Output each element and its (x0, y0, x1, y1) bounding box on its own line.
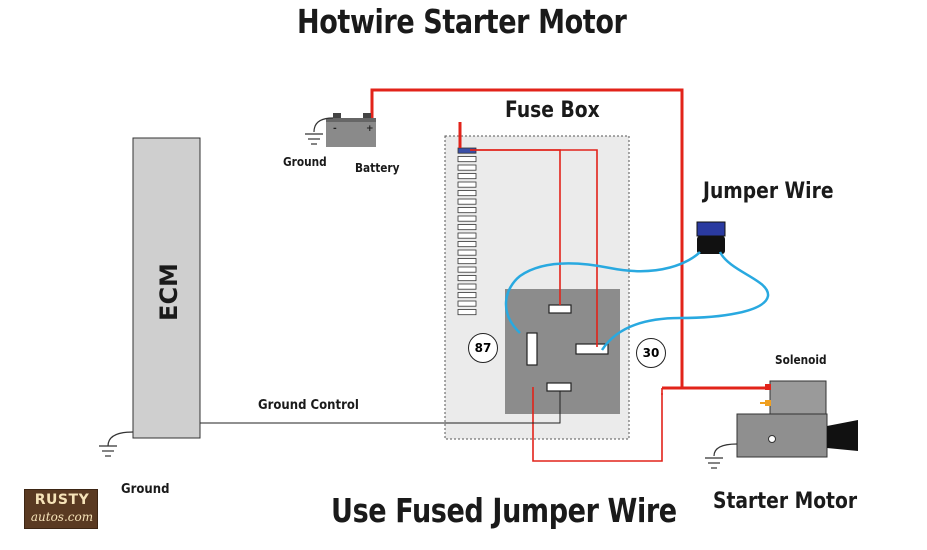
relay-pin-87 (526, 332, 538, 366)
jumper-fuse-icon (696, 221, 726, 254)
fuse-icon (457, 292, 477, 299)
fuse-icon (457, 198, 477, 205)
jumper-wire (504, 251, 770, 351)
ground-control-wire (200, 391, 561, 424)
ground-control-label: Ground Control (258, 398, 359, 413)
fuse-icon (457, 156, 477, 163)
fuse-icon (457, 309, 477, 316)
relay-terminal-30: 30 (636, 338, 666, 368)
ecm-ground-label: Ground (121, 482, 170, 497)
jumper-wire-label: Jumper Wire (703, 179, 834, 204)
fuse-icon (457, 181, 477, 188)
fuse-icon (457, 258, 477, 265)
battery-ground-icon (305, 117, 334, 145)
starter-motor-label: Starter Motor (713, 489, 858, 514)
fuse-icon (457, 249, 477, 256)
relay-pin-30 (575, 343, 609, 355)
relay-bottom-to-solenoid-wire (532, 387, 663, 462)
battery-label: Battery (355, 161, 400, 175)
fuse-icon (457, 232, 477, 239)
fuse-icon (457, 207, 477, 214)
fuse-icon (457, 241, 477, 248)
solenoid-label: Solenoid (775, 353, 827, 367)
fuse-icon (457, 283, 477, 290)
fuse-column (457, 147, 477, 316)
rusty-autos-logo: RUSTY autos.com (24, 489, 98, 529)
starter-motor (736, 380, 858, 458)
fuse-icon (457, 224, 477, 231)
ecm-label: ECM (154, 263, 183, 321)
battery-icon: - + (326, 113, 376, 147)
fuse-box-label: Fuse Box (505, 98, 600, 123)
fuse-icon (457, 190, 477, 197)
relay-pin-top (548, 304, 572, 314)
fuse-to-relay-30-wire (470, 149, 598, 347)
battery-ground-label: Ground (283, 155, 327, 169)
fuse-icon (457, 275, 477, 282)
ecm-module (132, 137, 201, 439)
power-wires (370, 88, 770, 390)
logo-line-2: autos.com (30, 510, 94, 524)
relay-pin-bottom (546, 382, 572, 392)
fuse-icon (457, 266, 477, 273)
fuse-icon (457, 215, 477, 222)
fuse-icon (457, 300, 477, 307)
signal-wires (470, 149, 663, 462)
svg-text:-: - (333, 124, 337, 134)
relay-terminal-87: 87 (468, 333, 498, 363)
fuse-icon (457, 164, 477, 171)
caption: Use Fused Jumper Wire (331, 491, 677, 530)
starter-ground-icon (705, 443, 738, 469)
ecm-ground-icon (99, 431, 134, 457)
svg-text:+: + (366, 124, 374, 134)
page-title: Hotwire Starter Motor (297, 2, 627, 41)
fuse-icon (457, 173, 477, 180)
logo-line-1: RUSTY (34, 492, 90, 508)
